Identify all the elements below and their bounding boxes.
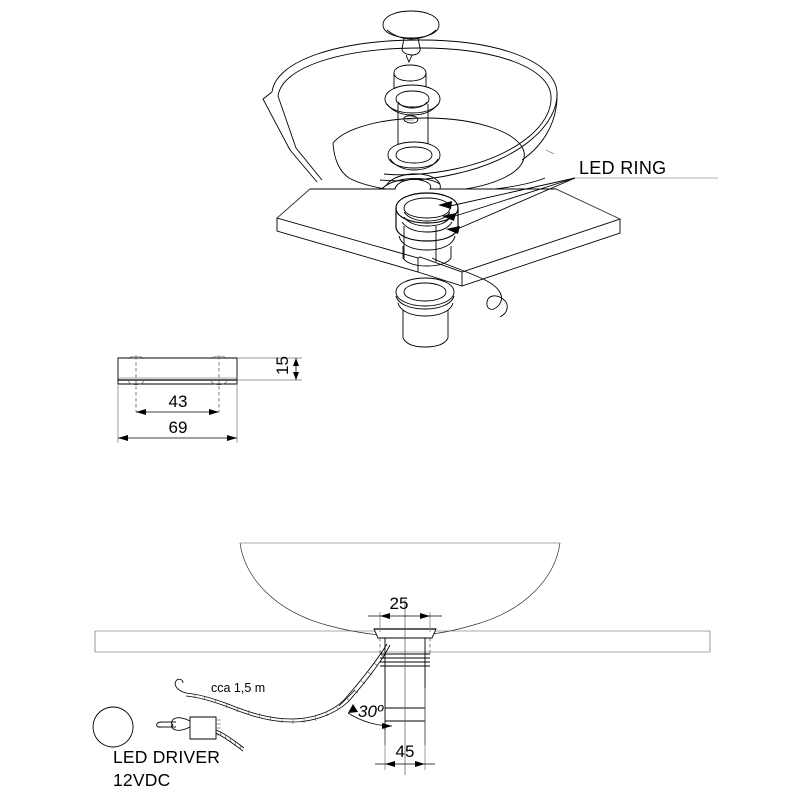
- led-driver-cable: [174, 643, 391, 724]
- led-driver-unit: [92, 706, 245, 752]
- dim-cable-angle-value: 30º: [358, 702, 384, 721]
- dim-drain-hole-value: 25: [390, 594, 409, 613]
- led-driver-label-line2: 12VDC: [113, 770, 170, 790]
- dim-ring-inner-value: 43: [169, 392, 188, 411]
- led-ring-arrow-1: [438, 201, 452, 209]
- led-ring-arrow-2: [442, 213, 456, 221]
- dim-ring-inner: 43: [136, 392, 219, 415]
- view-ring-detail: 15 43 69: [117, 355, 302, 443]
- dim-tailpiece-value: 45: [396, 742, 415, 761]
- dim-drain-hole: 25: [368, 594, 442, 632]
- dim-ring-outer: 69: [118, 418, 237, 441]
- view-installed-section: 25 45 30º: [92, 542, 711, 790]
- callout-led-ring: [438, 177, 718, 234]
- led-cable: [431, 257, 508, 318]
- basin-bowl-section: [239, 542, 561, 637]
- led-ring-label: LED RING: [579, 158, 666, 178]
- tailpiece-section: [379, 600, 431, 775]
- dim-ring-outer-value: 69: [169, 418, 188, 437]
- tailpiece-tube: [395, 277, 455, 348]
- led-driver-box: [189, 716, 217, 740]
- upper-seal-flange: [384, 84, 441, 116]
- lower-seal-ring: [387, 141, 441, 171]
- led-driver-label-line1: LED DRIVER: [113, 747, 220, 767]
- dim-cable-angle: 30º: [338, 689, 393, 729]
- dim-ring-height: 15: [273, 356, 299, 380]
- view-exploded-assembly: LED RING: [262, 10, 718, 348]
- led-ring-arrow-3: [446, 226, 460, 234]
- pop-up-plug-cap: [382, 10, 440, 64]
- dim-tailpiece: 45: [375, 688, 435, 770]
- dim-ring-height-value: 15: [273, 356, 292, 375]
- mains-plug: [92, 706, 134, 748]
- cable-twist-hatch: [194, 653, 385, 724]
- led-ring-collar: [395, 192, 459, 267]
- countertop-slab: [276, 178, 622, 287]
- cable-length-note: cca 1,5 m: [211, 681, 265, 695]
